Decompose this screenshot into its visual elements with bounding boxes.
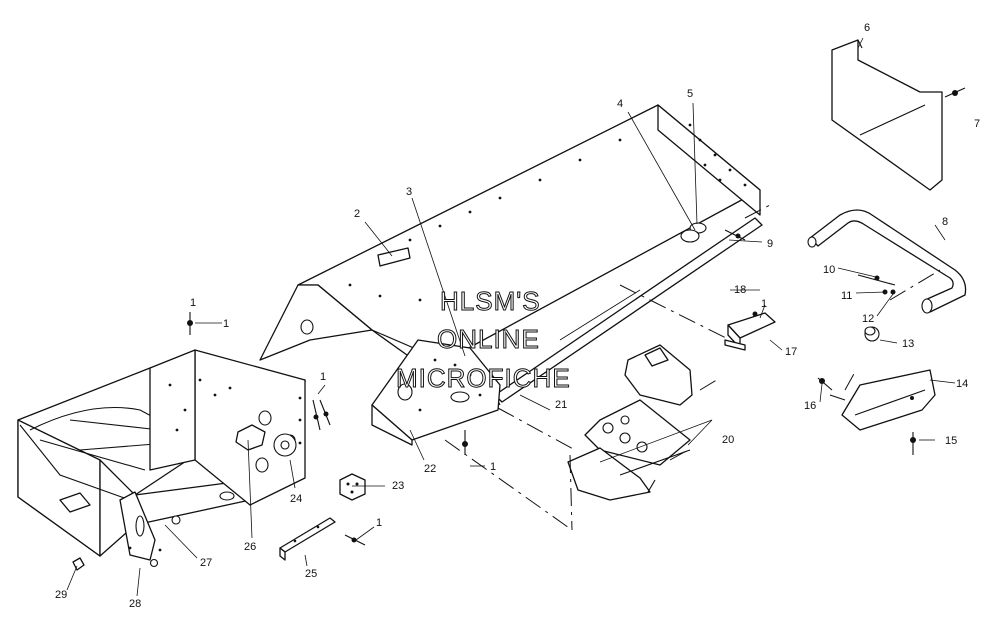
part-17 [724, 312, 776, 351]
bulkhead-part-22 [371, 339, 501, 446]
part-24 [273, 433, 297, 457]
callout-5: 5 [687, 88, 693, 100]
part-23 [339, 473, 366, 501]
front-frame-part [17, 349, 306, 561]
callout-25: 25 [305, 568, 317, 580]
callout-28: 28 [129, 598, 141, 610]
callout-17: 17 [785, 346, 797, 358]
callout-7: 7 [974, 118, 980, 130]
callout-1f: 1 [190, 297, 196, 309]
watermark-line-3: MICROFICHE [396, 363, 571, 393]
part-6 [831, 39, 943, 191]
callout-1e: 1 [376, 517, 382, 529]
part-20 [567, 344, 693, 501]
leader-lines [66, 37, 956, 597]
callout-labels: 1 2 3 4 5 6 7 8 9 10 11 12 13 14 15 16 1… [55, 22, 980, 610]
tunnel-part [259, 104, 761, 371]
callout-23: 23 [392, 480, 404, 492]
bolts [72, 87, 966, 571]
callout-20: 20 [722, 434, 734, 446]
callout-15: 15 [945, 435, 957, 447]
callout-8: 8 [942, 216, 948, 228]
part-14 [841, 369, 936, 431]
assembly-lines [444, 204, 941, 531]
callout-12: 12 [862, 313, 874, 325]
callout-2: 2 [354, 208, 360, 220]
callout-13: 13 [902, 338, 914, 350]
part-5 [680, 222, 707, 243]
callout-10: 10 [823, 264, 835, 276]
callout-9: 9 [767, 238, 773, 250]
callout-21: 21 [555, 399, 567, 411]
callout-29: 29 [55, 589, 67, 601]
callout-1b: 1 [761, 298, 767, 310]
callout-24: 24 [290, 493, 302, 505]
part-8 [807, 209, 967, 314]
callout-26: 26 [244, 541, 256, 553]
callout-22: 22 [424, 463, 436, 475]
callout-1c: 1 [490, 461, 496, 473]
callout-27: 27 [200, 557, 212, 569]
callout-11: 11 [841, 290, 852, 302]
part-25 [279, 517, 336, 561]
callout-6: 6 [864, 22, 870, 34]
callout-3: 3 [406, 186, 412, 198]
watermark: HLSM'S ONLINE MICROFICHE [396, 286, 571, 394]
callout-1a: 1 [223, 318, 229, 330]
watermark-line-1: HLSM'S [440, 286, 541, 316]
callout-16: 16 [804, 400, 816, 412]
part-13 [864, 326, 880, 342]
decal-2 [377, 247, 411, 267]
rail-part-18 [494, 217, 763, 406]
part-26 [235, 424, 266, 451]
watermark-line-2: ONLINE [437, 324, 540, 354]
callout-14: 14 [956, 378, 968, 390]
callout-1d: 1 [320, 371, 326, 383]
callout-18: 18 [734, 284, 746, 296]
callout-4: 4 [617, 98, 623, 110]
